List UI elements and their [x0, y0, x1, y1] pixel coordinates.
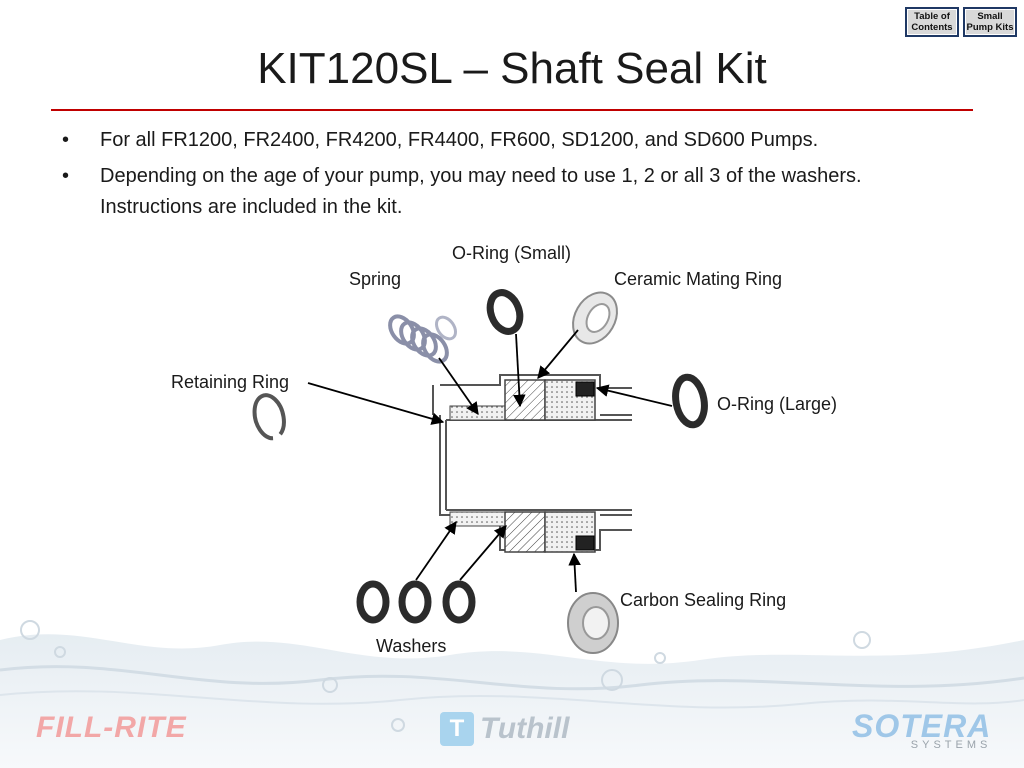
fill-rite-logo: FILL-RITE [36, 711, 187, 744]
bullet-dot: • [62, 165, 70, 187]
bullet-text: For all FR1200, FR2400, FR4200, FR4400, … [100, 129, 819, 151]
title-divider [51, 109, 973, 111]
sotera-logo: SOTERA SYSTEMS [852, 708, 991, 751]
water-wave-decoration [0, 620, 1024, 768]
small-pump-kits-button[interactable]: Small Pump Kits [963, 7, 1017, 37]
tuthill-mark-icon: T [440, 712, 474, 746]
bullet-text: Depending on the age of your pump, you m… [100, 165, 862, 218]
ceramic-mating-ring-part [572, 291, 618, 345]
spring-part [388, 314, 458, 364]
o-ring-small-label: O-Ring (Small) [452, 243, 572, 263]
table-of-contents-label: Table of Contents [911, 11, 953, 33]
retaining-ring-label: Retaining Ring [171, 372, 290, 392]
retaining-ring-part [252, 393, 286, 441]
bullet-dot: • [62, 129, 70, 151]
bottom-seal-stack [449, 511, 596, 553]
o-ring-large-label: O-Ring (Large) [717, 394, 838, 414]
bullet-item: • Depending on the age of your pump, you… [62, 161, 962, 223]
tuthill-wordmark: Tuthill [480, 712, 570, 745]
bullet-list: • For all FR1200, FR2400, FR4200, FR4400… [62, 125, 962, 228]
cross-section [432, 374, 632, 551]
top-seal-stack [449, 379, 596, 421]
tuthill-logo: T Tuthill [440, 712, 569, 746]
washers-label: Washers [376, 636, 447, 656]
leader-arrows [307, 329, 673, 593]
slide-title: KIT120SL – Shaft Seal Kit [257, 44, 767, 93]
o-ring-small-part [486, 289, 524, 335]
small-pump-kits-label: Small Pump Kits [966, 11, 1014, 33]
o-ring-large-part [672, 373, 708, 429]
spring-label: Spring [349, 269, 402, 289]
sotera-subtitle: SYSTEMS [910, 739, 992, 751]
carbon-sealing-ring-label: Carbon Sealing Ring [620, 590, 787, 610]
bullet-item: • For all FR1200, FR2400, FR4200, FR4400… [62, 125, 962, 156]
ceramic-mating-ring-label: Ceramic Mating Ring [614, 269, 783, 289]
sotera-wordmark: SOTERA [852, 708, 992, 744]
table-of-contents-button[interactable]: Table of Contents [905, 7, 959, 37]
